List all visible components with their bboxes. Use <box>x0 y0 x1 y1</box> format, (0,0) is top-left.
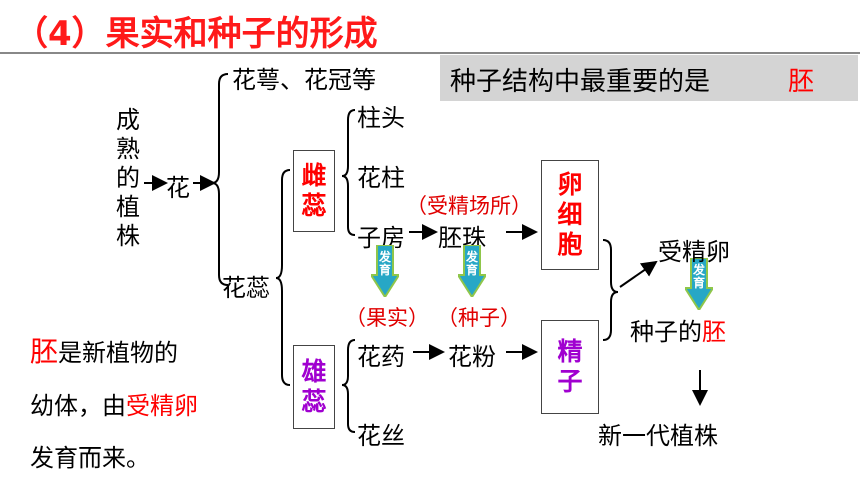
develop-label: 发育 <box>692 263 705 290</box>
zygote-label: 受精卵 <box>658 238 730 266</box>
develop-arrow-icon <box>371 245 399 297</box>
brace-flower <box>211 73 229 286</box>
develop-arrow-icon <box>685 258 713 310</box>
explain-line-2: 幼体，由受精卵 <box>30 392 198 420</box>
note-box <box>440 55 858 101</box>
note-answer: 胚 <box>788 67 815 97</box>
develop-label: 发育 <box>378 250 391 277</box>
arrow-to-zygote <box>619 260 658 288</box>
seed-label: （种子） <box>437 306 521 330</box>
anther-label: 花药 <box>357 343 405 371</box>
flower-label: 花 <box>166 174 190 202</box>
embryo-line: 种子的胚 <box>630 318 726 346</box>
stamen-box: 雄蕊 <box>293 345 335 429</box>
stigma-label: 柱头 <box>357 104 405 132</box>
fruit-label: （果实） <box>345 306 429 330</box>
explain-line-1: 胚是新植物的 <box>30 335 179 368</box>
note-text: 种子结构中最重要的是 <box>450 67 711 97</box>
brace-stamen <box>341 339 356 433</box>
sepal-petal-label: 花萼、花冠等 <box>232 66 376 94</box>
sperm-box: 精子 <box>541 320 599 414</box>
mature-plant-label: 成熟的植株 <box>116 106 140 250</box>
brace-fertilization <box>602 239 619 341</box>
filament-label: 花丝 <box>357 422 405 450</box>
title-divider <box>0 52 860 54</box>
page-title: （4）果实和种子的形成 <box>14 14 378 54</box>
new-plant-label: 新一代植株 <box>598 422 718 450</box>
develop-label: 发育 <box>465 250 478 277</box>
explain-line-3: 发育而来。 <box>30 444 150 472</box>
develop-arrow-icon <box>458 245 486 297</box>
pollen-label: 花粉 <box>448 343 496 371</box>
pistil-box: 雌蕊 <box>293 150 335 232</box>
egg-cell-box: 卵细胞 <box>541 160 599 270</box>
pistil-stamen-label: 花蕊 <box>222 274 270 302</box>
brace-pistil-stamen <box>275 169 291 386</box>
style-label: 花柱 <box>357 164 405 192</box>
brace-pistil <box>341 109 356 236</box>
ovule-note: （受精场所） <box>406 194 532 218</box>
